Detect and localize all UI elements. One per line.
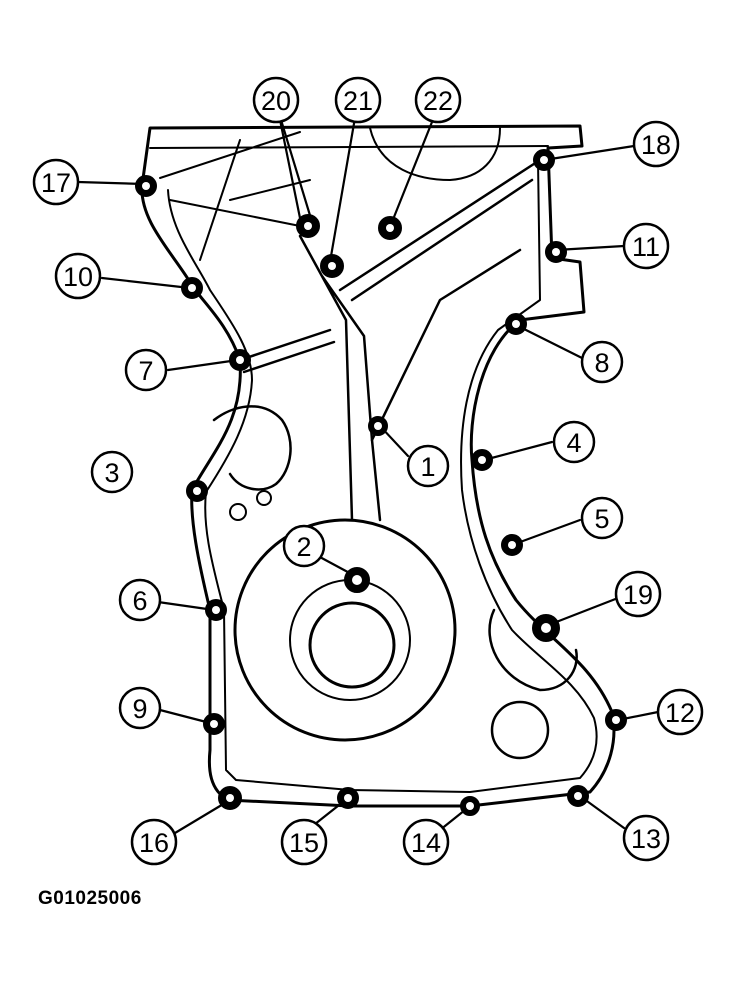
crank-bore [308,601,396,689]
callout-12: 12 [656,688,704,736]
callout-20: 20 [252,76,300,124]
callout-8: 8 [580,340,624,384]
leader-11 [554,244,626,252]
callout-3: 3 [90,450,134,494]
callout-9-text: 9 [132,694,147,724]
bolt-1 [368,416,388,436]
bolt-18 [533,149,555,171]
callout-19-text: 19 [623,580,653,610]
rib-7 [238,328,336,374]
bolt-7 [229,349,251,371]
callout-6-text: 6 [132,586,147,616]
cover-inner-flange [167,159,598,793]
leader-4 [482,440,554,462]
callout-4: 4 [552,420,596,464]
leader-6 [156,600,216,612]
callout-15: 15 [280,818,328,866]
callout-4-text: 4 [566,428,581,458]
small-hole-b [256,490,272,506]
bolt-6 [205,599,227,621]
callout-22: 22 [414,76,462,124]
callout-11-text: 11 [632,232,660,262]
callout-17: 17 [32,158,80,206]
crank-seal-outer [233,518,457,742]
callout-13-text: 13 [631,824,661,854]
bolt-5 [501,534,523,556]
callout-1-text: 1 [420,452,435,482]
callout-12-text: 12 [665,698,695,728]
bolt-2 [344,567,370,593]
callout-10: 10 [54,252,102,300]
callout-18-text: 18 [641,130,671,160]
callout-6: 6 [118,578,162,622]
leader-18 [542,144,636,162]
bolt-17 [135,175,157,197]
bolt-12 [605,709,627,731]
callout-10-text: 10 [63,262,93,292]
cover-outline [140,124,616,808]
callout-3-text: 3 [104,458,119,488]
leader-10 [100,276,192,290]
leader-16 [168,798,232,838]
callout-8-text: 8 [594,348,609,378]
callout-9: 9 [118,686,162,730]
leader-20a [276,108,302,220]
callout-21: 21 [334,76,382,124]
leader-20b [276,108,314,224]
callout-22-text: 22 [423,86,453,116]
callout-20-text: 20 [261,86,291,116]
callout-11: 11 [622,222,670,270]
bolt-4 [471,449,493,471]
bolt-22 [378,216,402,240]
upper-ribs [159,127,501,261]
callout-15-text: 15 [289,828,319,858]
bolt-14 [460,796,480,816]
callout-13: 13 [622,814,670,862]
bolt-10 [181,277,203,299]
callout-5-text: 5 [594,504,609,534]
oil-pump-boss [490,700,550,760]
callout-14: 14 [402,818,450,866]
leader-8 [516,324,584,360]
leader-7 [166,358,240,372]
leader-17 [76,180,146,186]
callout-1: 1 [406,444,450,488]
bolt-16 [218,786,242,810]
figure-id: G01025006 [38,888,142,909]
callout-17-text: 17 [41,168,71,198]
bolt-15 [337,787,359,809]
leader-21 [328,110,358,264]
leader-5 [510,518,582,547]
callout-14-text: 14 [411,828,441,858]
callout-7: 7 [124,348,168,392]
center-rib-left [298,234,382,522]
bolt-3 [186,480,208,502]
callout-2: 2 [282,524,326,568]
bolt-9 [203,713,225,735]
callout-7-text: 7 [138,356,153,386]
bolt-20 [296,214,320,238]
bolt-11 [545,241,567,263]
center-rib-right [338,158,542,442]
small-hole-a [229,503,247,521]
callout-21-text: 21 [343,86,373,116]
bolt-13 [567,785,589,807]
callout-16: 16 [130,818,178,866]
bolt-19 [532,614,560,642]
crank-seal-inner [289,579,411,701]
right-lower-boss [488,608,578,692]
bolt-8 [505,313,527,335]
callout-2-text: 2 [296,532,311,562]
callout-18: 18 [632,120,680,168]
left-idler-boss [212,405,292,491]
bolt-21 [320,254,344,278]
callout-16-text: 16 [139,828,169,858]
callout-5: 5 [580,496,624,540]
leader-22 [390,110,438,224]
callout-19: 19 [614,570,662,618]
